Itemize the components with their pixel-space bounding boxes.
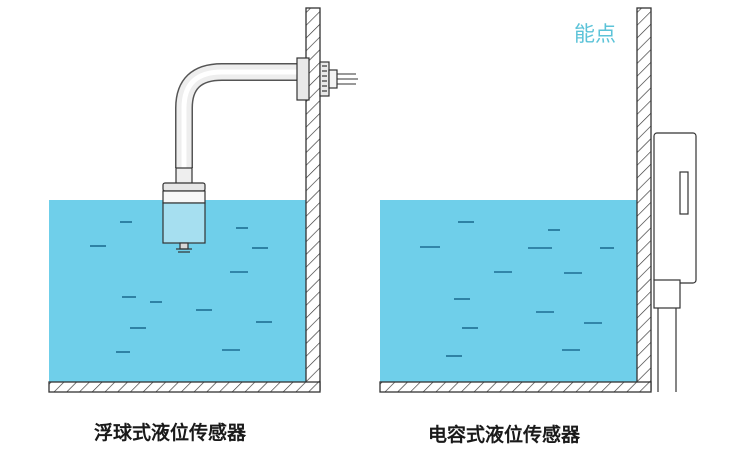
capacitive-sensor [653, 132, 697, 392]
brand-logo: 能点 [574, 18, 616, 48]
float-switch-pipe [175, 63, 298, 168]
float-ball [162, 167, 206, 253]
caption-float-text: 浮球式液位传感器 [94, 422, 247, 444]
capacitive-tank [379, 7, 697, 393]
caption-float-sensor: 浮球式液位传感器 [94, 418, 246, 445]
wall-fitting [296, 57, 338, 101]
left-tank-floor [48, 381, 321, 393]
caption-capacitive-text: 电容式液位传感器 [428, 424, 581, 446]
right-tank-floor [379, 381, 652, 393]
right-tank-wall [636, 7, 652, 391]
brand-label: 能点 [574, 22, 616, 46]
right-water [380, 200, 637, 382]
float-tank [48, 7, 358, 393]
right-water-ripples [420, 221, 614, 357]
left-water-ripples [90, 221, 272, 353]
sensor-wires [337, 73, 358, 85]
caption-capacitive-sensor: 电容式液位传感器 [428, 420, 580, 447]
